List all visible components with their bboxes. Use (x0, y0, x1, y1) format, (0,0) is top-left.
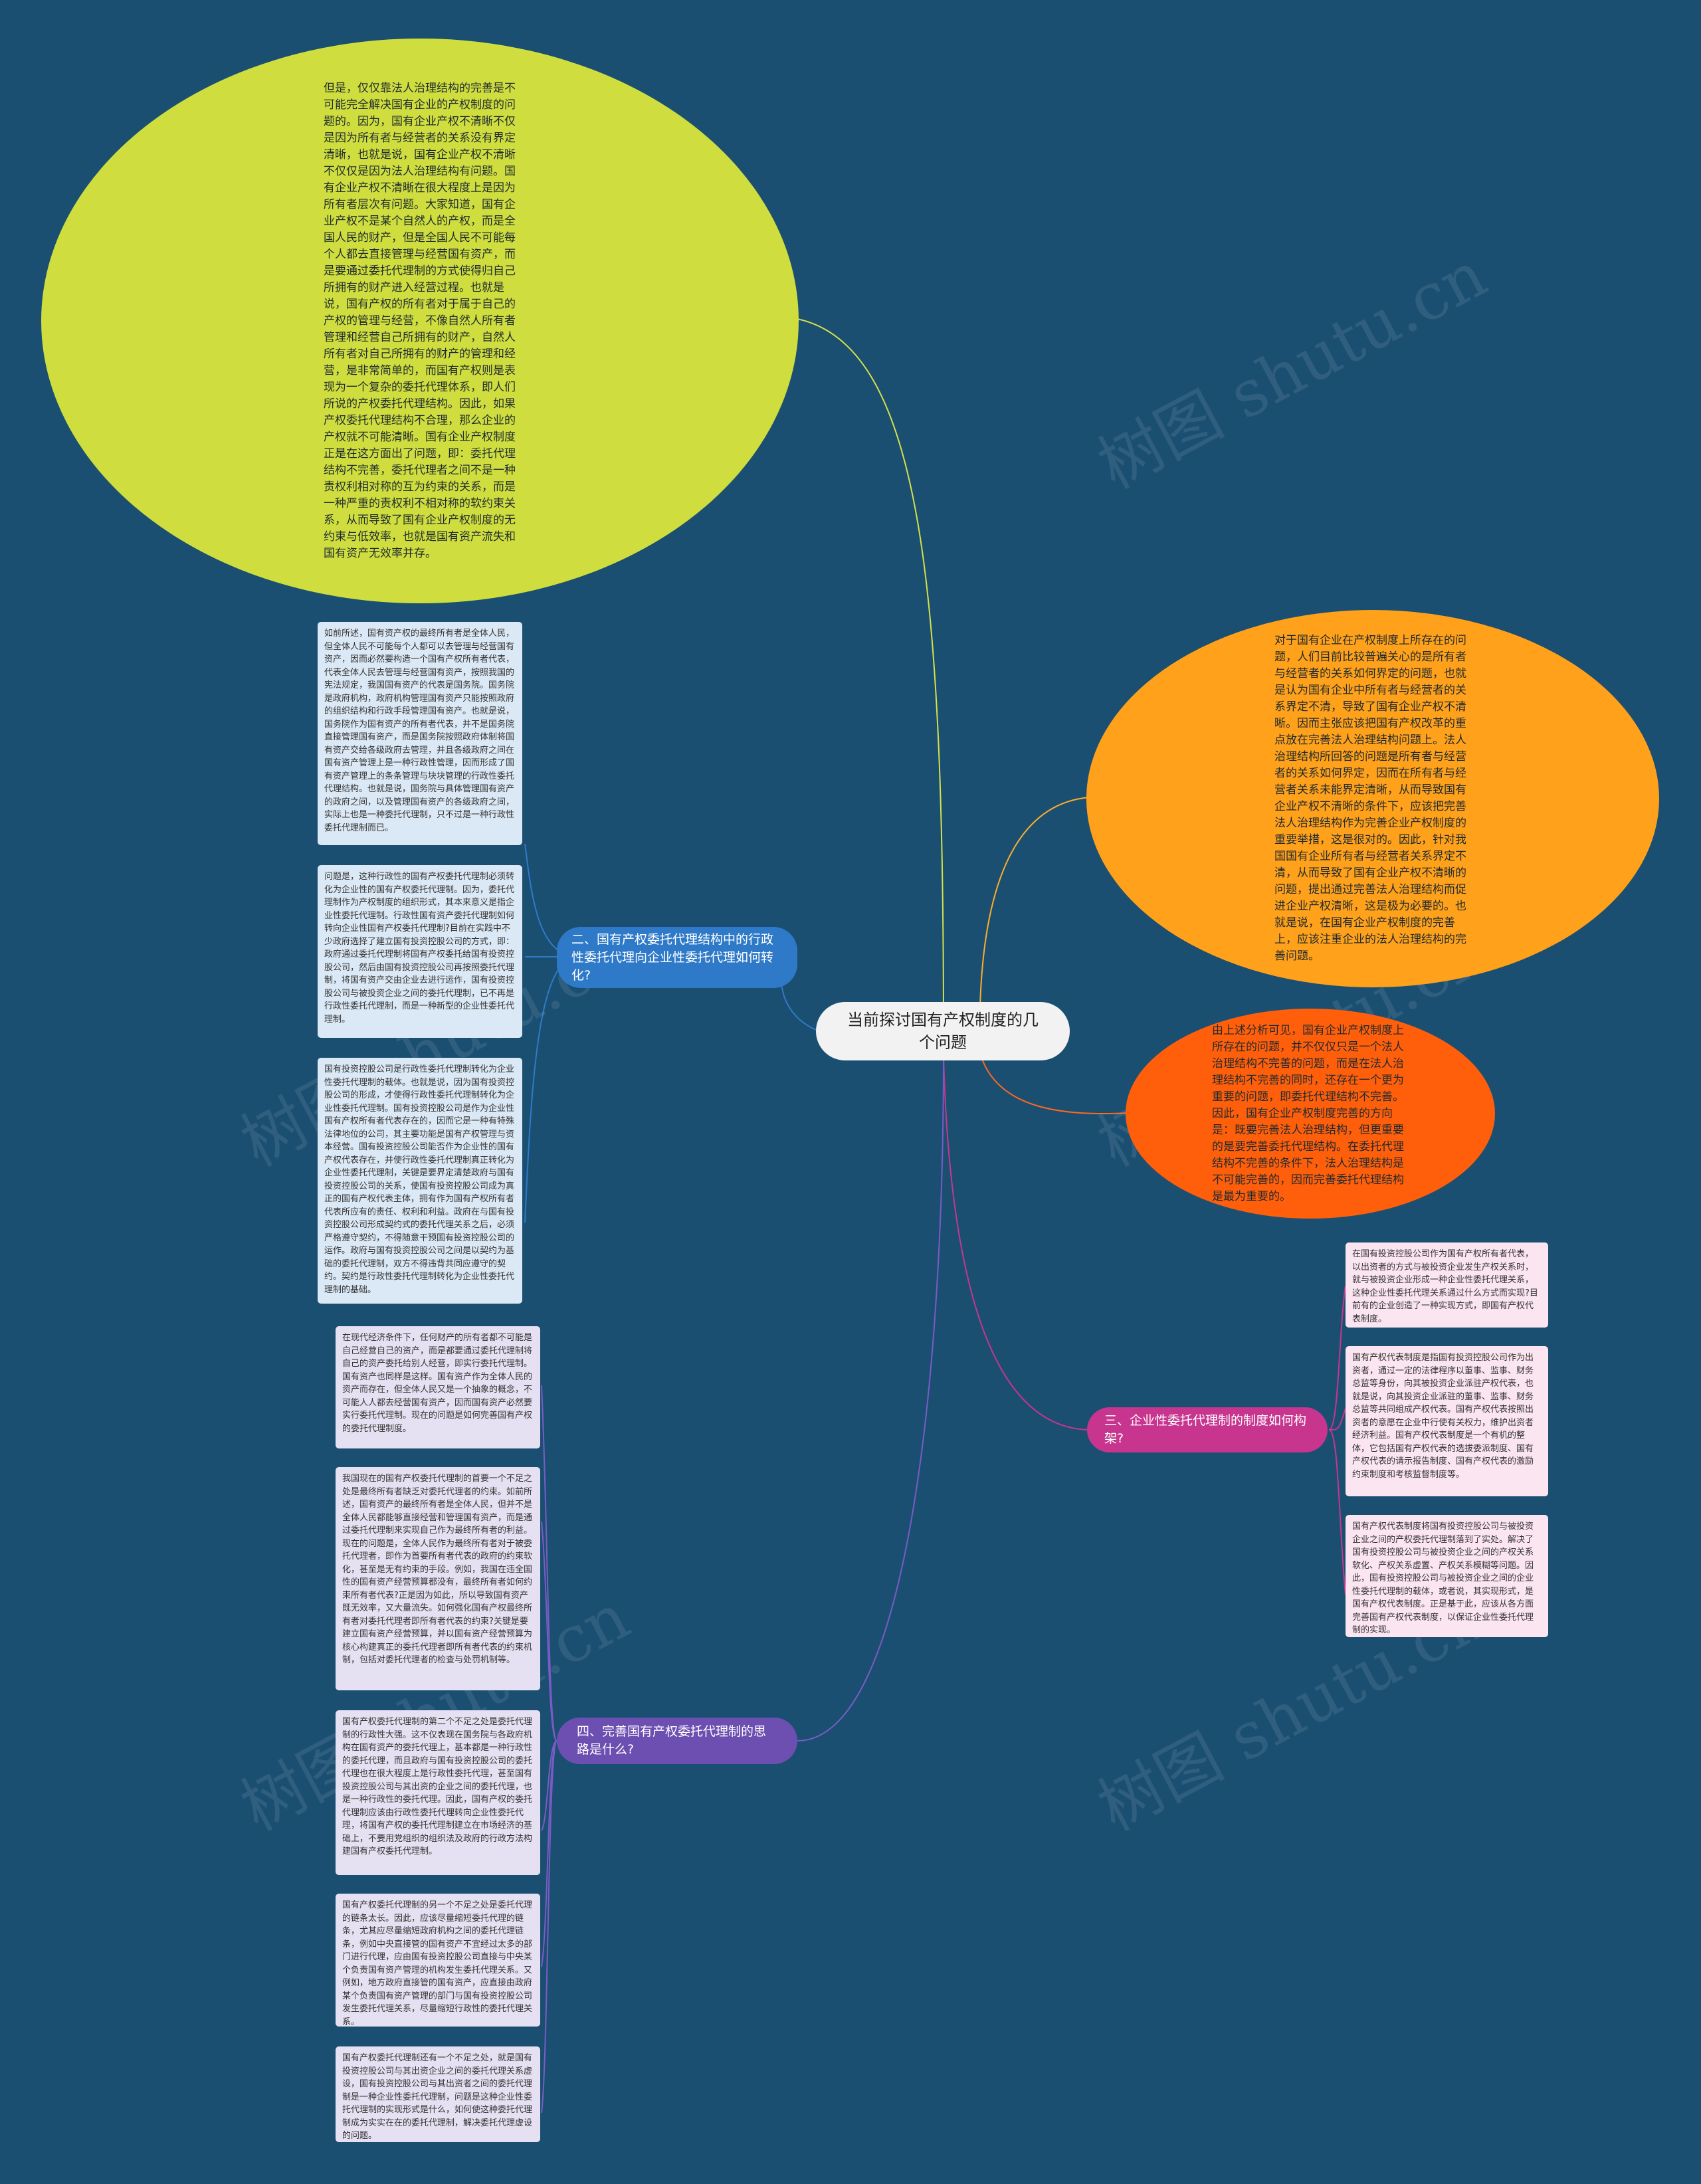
red-ellipse-node[interactable]: 由上述分析可见，国有企业产权制度上所存在的问题，并不仅仅只是一个法人治理结构不完… (1126, 1009, 1495, 1219)
leaf-card[interactable]: 在现代经济条件下，任何财产的所有者都不可能是自己经营自己的资产，而是都要通过委托… (336, 1326, 540, 1448)
leaf-card[interactable]: 我国现在的国有产权委托代理制的首要一个不足之处是最终所有者缺乏对委托代理者的约束… (336, 1467, 540, 1690)
leaf-card[interactable]: 在国有投资控股公司作为国有产权所有者代表，以出资者的方式与被投资企业发生产权关系… (1346, 1242, 1548, 1328)
link-b3 (943, 1056, 1090, 1431)
leaf-card[interactable]: 如前所述，国有资产权的最终所有者是全体人民，但全体人民不可能每个人都可以去管理与… (318, 622, 522, 845)
orange-ellipse-node[interactable]: 对于国有企业在产权制度上所存在的问题，人们目前比较普遍关心的是所有者与经营者的关… (1086, 610, 1659, 987)
yellow-ellipse-text: 但是，仅仅靠法人治理结构的完善是不可能完全解决国有企业的产权制度的问题的。因为，… (324, 81, 516, 560)
link-orange (979, 797, 1090, 1007)
leaf-card[interactable]: 问题是，这种行政性的国有产权委托代理制必须转化为企业性的国有产权委托代理制。因为… (318, 865, 522, 1038)
leaf-card[interactable]: 国有投资控股公司是行政性委托代理制转化为企业性委托代理制的载体。也就是说，因为国… (318, 1058, 522, 1304)
link-b4 (797, 1056, 944, 1741)
branch-2-label: 二、国有产权委托代理结构中的行政性委托代理向企业性委托代理如何转化? (571, 932, 774, 983)
link-b4-leaves (541, 1385, 557, 2114)
branch-4-node[interactable]: 四、完善国有产权委托代理制的思路是什么? (557, 1718, 797, 1764)
yellow-ellipse-node[interactable]: 但是，仅仅靠法人治理结构的完善是不可能完全解决国有企业的产权制度的问题的。因为，… (41, 39, 799, 603)
leaf-card[interactable]: 国有产权委托代理制还有一个不足之处，就是国有投资控股公司与其出资企业之间的委托代… (336, 2046, 540, 2142)
branch-3-label: 三、企业性委托代理制的制度如何构架? (1104, 1413, 1307, 1446)
leaf-card[interactable]: 国有产权代表制度将国有投资控股公司与被投资企业之间的产权委托代理制落到了实处。解… (1346, 1515, 1548, 1637)
link-yellow (797, 318, 944, 1034)
branch-2-node[interactable]: 二、国有产权委托代理结构中的行政性委托代理向企业性委托代理如何转化? (557, 927, 797, 988)
branch-4-label: 四、完善国有产权委托代理制的思路是什么? (577, 1724, 767, 1757)
orange-ellipse-text: 对于国有企业在产权制度上所存在的问题，人们目前比较普遍关心的是所有者与经营者的关… (1274, 634, 1466, 963)
root-topic-label: 当前探讨国有产权制度的几个问题 (847, 1011, 1039, 1052)
branch-3-node[interactable]: 三、企业性委托代理制的制度如何构架? (1087, 1407, 1328, 1452)
leaf-card[interactable]: 国有产权代表制度是指国有投资控股公司作为出资者，通过一定的法律程序以董事、监事、… (1346, 1346, 1548, 1496)
link-b3-leaves (1328, 1285, 1346, 1595)
root-topic[interactable]: 当前探讨国有产权制度的几个问题 (816, 1002, 1070, 1060)
link-red (979, 1052, 1130, 1115)
leaf-card[interactable]: 国有产权委托代理制的第二个不足之处是委托代理制的行政性大强。这不仅表现在国务院与… (336, 1710, 540, 1875)
red-ellipse-text: 由上述分析可见，国有企业产权制度上所存在的问题，并不仅仅只是一个法人治理结构不完… (1212, 1023, 1404, 1203)
link-b2-leaves (524, 843, 579, 1223)
leaf-card[interactable]: 国有产权委托代理制的另一个不足之处是委托代理的链条太长。因此，应该尽量缩短委托代… (336, 1894, 540, 2027)
